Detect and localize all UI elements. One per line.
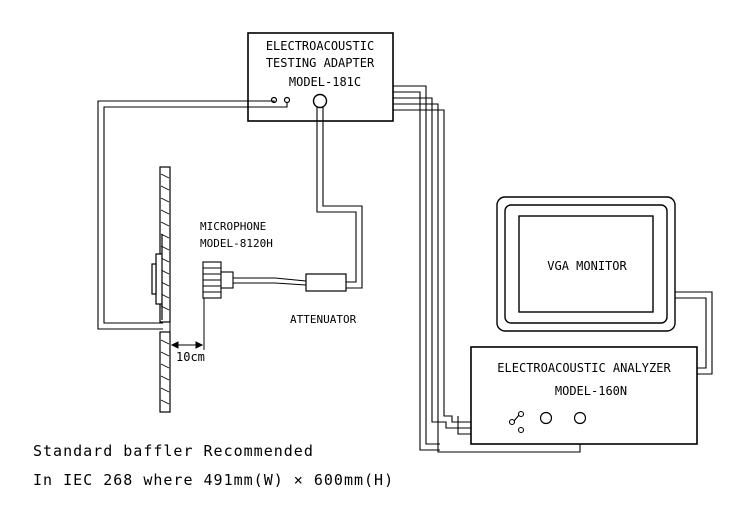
testing-adapter-line1: ELECTROACOUSTIC	[266, 39, 374, 53]
distance-marker	[169, 298, 205, 350]
baffle-lower-panel	[159, 331, 171, 413]
cable-adapter-to-speaker	[97, 100, 288, 330]
cable-adapter-to-attenuator	[316, 107, 363, 289]
adapter-jack-small-2	[283, 96, 291, 104]
cable-monitor-to-analyzer	[675, 291, 713, 375]
attenuator: ATTENUATOR	[290, 273, 357, 326]
distance-label: 10cm	[176, 350, 205, 364]
baffle-upper-panel	[159, 166, 171, 323]
analyzer-switch-icon	[508, 410, 525, 434]
microphone-label-line2: MODEL-8120H	[200, 237, 273, 250]
note-line1: Standard baffler Recommended	[33, 442, 314, 460]
microphone-label-line1: MICROPHONE	[200, 220, 266, 233]
vga-monitor	[496, 196, 676, 332]
standard-baffle	[151, 166, 171, 413]
electroacoustic-analyzer: ELECTROACOUSTIC ANALYZER MODEL-160N	[470, 346, 698, 445]
attenuator-body	[305, 273, 347, 292]
microphone-icon	[202, 261, 307, 299]
analyzer-line1: ELECTROACOUSTIC ANALYZER	[497, 361, 671, 375]
attenuator-label: ATTENUATOR	[290, 313, 357, 326]
microphone: MICROPHONE MODEL-8120H	[200, 220, 307, 299]
analyzer-box	[470, 346, 698, 445]
analyzer-line2: MODEL-160N	[555, 384, 627, 398]
analyzer-input-jack-1	[539, 411, 553, 425]
testing-adapter-line2: TESTING ADAPTER	[266, 56, 375, 70]
speaker-icon	[151, 234, 163, 320]
adapter-jack-large	[312, 93, 328, 109]
analyzer-input-jack-2	[573, 411, 587, 425]
note-line2: In IEC 268 where 491mm(W) × 600mm(H)	[33, 471, 394, 489]
monitor-label: VGA MONITOR	[547, 259, 627, 273]
testing-adapter: ELECTROACOUSTIC TESTING ADAPTER MODEL-18…	[247, 32, 394, 122]
testing-adapter-line3: MODEL-181C	[289, 75, 361, 89]
